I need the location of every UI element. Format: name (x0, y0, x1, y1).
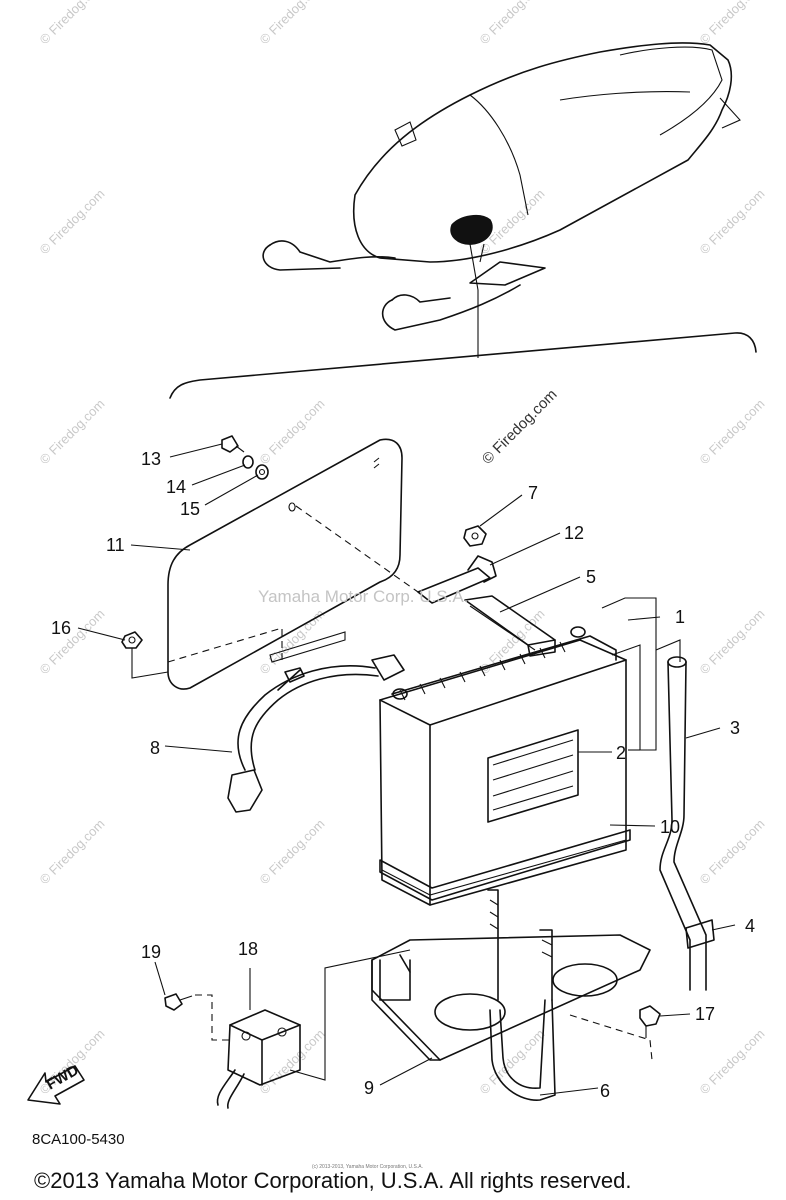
firedog-watermark: © Firedog.com (697, 816, 768, 887)
firedog-watermark: © Firedog.com (697, 186, 768, 257)
callout-14: 14 (166, 477, 186, 497)
firedog-watermark: © Firedog.com (697, 606, 768, 677)
firedog-watermark-dark: © Firedog.com (479, 386, 561, 468)
firedog-watermark: © Firedog.com (257, 0, 328, 47)
firedog-watermark: © Firedog.com (257, 816, 328, 887)
firedog-watermark: © Firedog.com (37, 186, 108, 257)
callout-9: 9 (364, 1078, 374, 1098)
firedog-watermark: © Firedog.com (37, 0, 108, 47)
firedog-watermark: © Firedog.com (257, 396, 328, 467)
regulator (216, 949, 411, 1109)
battery-cover (167, 438, 403, 690)
callout-16: 16 (51, 618, 71, 638)
leader-lines (77, 443, 736, 1096)
callout-5: 5 (586, 567, 596, 587)
battery-location-marker (450, 214, 493, 245)
firedog-watermark: © Firedog.com (37, 396, 108, 467)
callout-1: 1 (675, 607, 685, 627)
battery-box (371, 934, 651, 1061)
hold-down-band (487, 889, 556, 1101)
callout-15: 15 (180, 499, 200, 519)
firedog-watermark: © Firedog.com (477, 0, 548, 47)
firedog-watermark: © Firedog.com (697, 0, 768, 47)
tiny-credit: (c) 2013-2013, Yamaha Motor Corporation,… (312, 1164, 423, 1170)
callout-6: 6 (600, 1081, 610, 1101)
firedog-watermark: © Firedog.com (697, 396, 768, 467)
enlargement-bracket (169, 332, 757, 399)
callout-13: 13 (141, 449, 161, 469)
callout-11: 11 (106, 535, 125, 555)
callout-17: 17 (695, 1004, 715, 1024)
center-watermark: Yamaha Motor Corp. U.S.A. (258, 587, 468, 606)
callout-19: 19 (141, 942, 161, 962)
callout-8: 8 (150, 738, 160, 758)
bolt-17 (569, 1005, 661, 1061)
firedog-watermark: © Firedog.com (37, 606, 108, 677)
nut-7 (463, 525, 487, 547)
nut-16 (121, 631, 169, 679)
firedog-watermark: © Firedog.com (697, 1026, 768, 1097)
firedog-watermark: © Firedog.com (477, 1026, 548, 1097)
battery-pad (379, 829, 631, 901)
callout-3: 3 (730, 718, 740, 738)
battery (379, 626, 627, 906)
callout-10: 10 (660, 817, 680, 837)
callout-12: 12 (564, 523, 584, 543)
watermark-layer: © Firedog.com © Firedog.com © Firedog.com ©… (37, 0, 768, 1097)
callout-2: 2 (616, 743, 626, 763)
hold-down-plate (295, 505, 497, 604)
snowmobile-illustration (262, 42, 741, 358)
bolt-19 (164, 993, 230, 1041)
callout-18: 18 (238, 939, 258, 959)
firedog-watermark: © Firedog.com (257, 1026, 328, 1097)
callout-labels: 1 2 3 4 5 6 7 8 9 10 11 12 13 14 15 16 1… (51, 449, 755, 1101)
firedog-watermark: © Firedog.com (37, 816, 108, 887)
footer-copyright: ©2013 Yamaha Motor Corporation, U.S.A. A… (34, 1168, 631, 1193)
breather-hose (655, 639, 715, 991)
part-code: 8CA100-5430 (32, 1131, 125, 1148)
bolt-assembly-13-15 (221, 435, 269, 480)
battery-cable (227, 654, 405, 813)
callout-7: 7 (528, 483, 538, 503)
callout-4: 4 (745, 916, 755, 936)
